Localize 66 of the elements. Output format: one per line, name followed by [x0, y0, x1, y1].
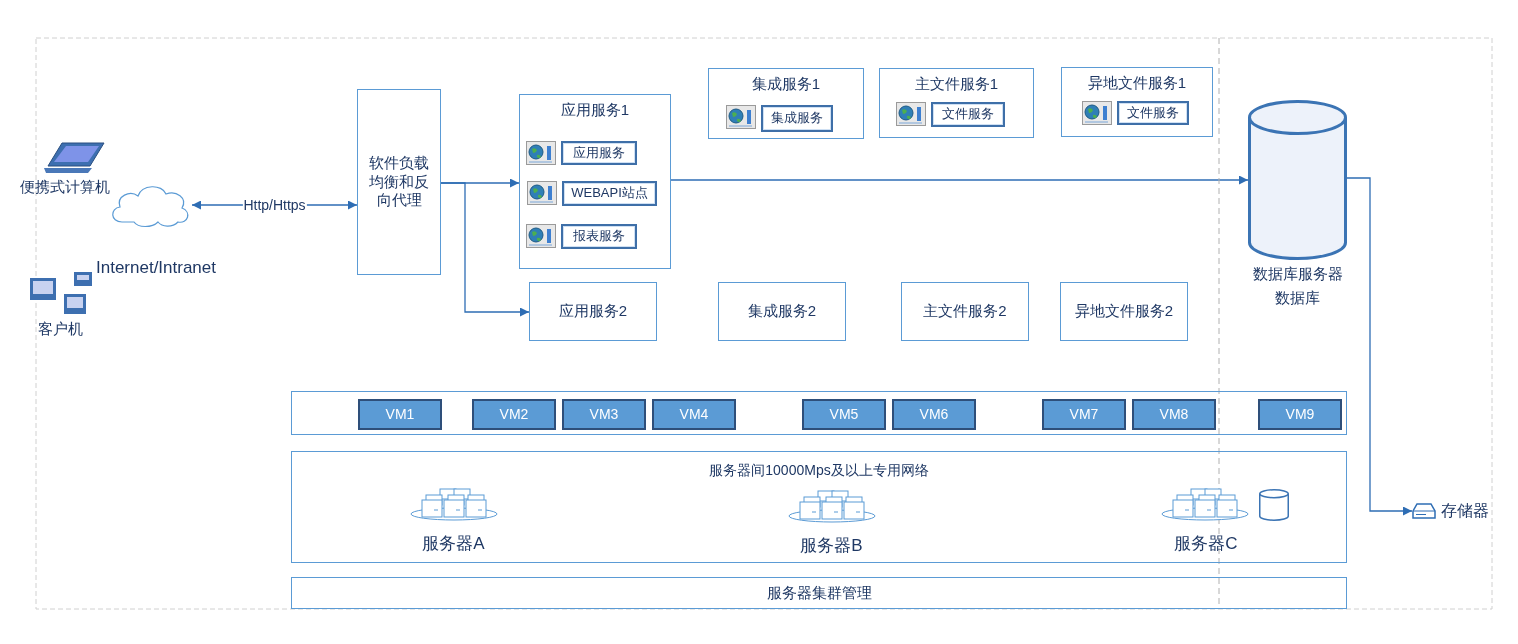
vm-label: VM1 — [385, 405, 415, 424]
database-label: 数据库 — [1274, 288, 1321, 308]
service-item-box — [931, 102, 1005, 127]
service-item-box — [561, 141, 637, 165]
service-group-box — [879, 68, 1034, 138]
service-box — [1060, 282, 1188, 341]
vm-box — [1042, 399, 1126, 430]
vm-label: VM6 — [919, 405, 949, 424]
service-item-box — [562, 181, 657, 206]
service-box — [718, 282, 846, 341]
cluster-management-bar — [291, 577, 1347, 609]
vm-box — [472, 399, 556, 430]
service-item-box — [761, 105, 833, 132]
arrow — [1346, 177, 1413, 516]
service-title: 集成服务1 — [750, 75, 822, 94]
network-title: 服务器间10000Mps及以上专用网络 — [708, 462, 930, 480]
load-balancer-label: 软件负载均衡和反向代理 — [368, 153, 430, 211]
vm-box — [1258, 399, 1342, 430]
service-title: 应用服务1 — [559, 101, 631, 120]
vm-label: VM3 — [589, 405, 619, 424]
vm-band — [291, 391, 1347, 435]
network-label: Internet/Intranet — [95, 258, 217, 278]
service-title: 异地文件服务1 — [1086, 74, 1188, 93]
service-item-label: 文件服务 — [1127, 104, 1179, 122]
service-box — [529, 282, 657, 341]
service-title: 主文件服务1 — [913, 75, 1000, 94]
service-label: 集成服务2 — [747, 302, 817, 321]
service-item-label: WEBAPI站点 — [571, 185, 648, 202]
service-item-label: 文件服务 — [942, 106, 994, 123]
service-group-box — [519, 94, 671, 269]
service-box — [901, 282, 1029, 341]
vm-box — [358, 399, 442, 430]
network-panel — [291, 451, 1347, 563]
load-balancer-box — [357, 89, 441, 275]
service-item-label: 应用服务 — [573, 144, 625, 162]
service-label: 主文件服务2 — [923, 302, 1007, 321]
arrow — [670, 175, 1249, 185]
device-label: 便携式计算机 — [19, 178, 111, 197]
server-label: 服务器C — [1173, 533, 1239, 555]
service-item-label: 报表服务 — [573, 228, 625, 245]
vm-box — [652, 399, 736, 430]
vm-label: VM4 — [679, 405, 709, 424]
edge-label: Http/Https — [242, 196, 307, 214]
vm-box — [562, 399, 646, 430]
database-label: 数据库服务器 — [1251, 264, 1344, 284]
service-label: 应用服务2 — [558, 302, 628, 321]
service-label: 异地文件服务2 — [1074, 302, 1174, 321]
vm-box — [892, 399, 976, 430]
vm-label: VM8 — [1159, 405, 1189, 424]
service-group-box — [1061, 67, 1213, 137]
vm-label: VM9 — [1285, 405, 1315, 424]
vm-label: VM5 — [829, 405, 859, 424]
vm-box — [802, 399, 886, 430]
vm-label: VM7 — [1069, 405, 1099, 424]
server-label: 服务器B — [799, 535, 864, 557]
server-label: 服务器A — [421, 533, 486, 555]
storage-label: 存储器 — [1441, 501, 1489, 521]
service-item-label: 集成服务 — [771, 110, 823, 127]
service-item-box — [561, 224, 637, 249]
management-label: 服务器集群管理 — [766, 583, 872, 603]
arrow — [440, 182, 530, 317]
vm-label: VM2 — [499, 405, 529, 424]
service-group-box — [708, 68, 864, 139]
vm-box — [1132, 399, 1216, 430]
service-item-box — [1117, 101, 1189, 125]
device-label: 客户机 — [36, 320, 84, 339]
